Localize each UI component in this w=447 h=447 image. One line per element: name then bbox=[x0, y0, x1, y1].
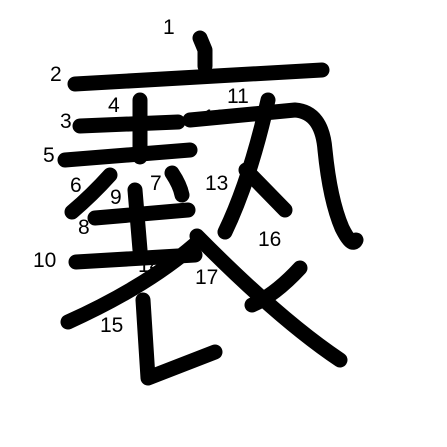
stroke-3 bbox=[72, 114, 186, 134]
stroke-7 bbox=[164, 165, 190, 203]
stroke-number-labels: 1 2 3 4 5 6 7 8 9 10 11 12 13 14 15 16 1… bbox=[33, 16, 281, 337]
stroke-16 bbox=[244, 260, 308, 313]
stroke-13 bbox=[238, 162, 293, 218]
stroke-14 bbox=[60, 232, 208, 330]
stroke-number-15: 15 bbox=[100, 314, 123, 337]
stroke-number-8: 8 bbox=[78, 216, 90, 239]
stroke-number-17: 17 bbox=[195, 266, 218, 289]
strokes bbox=[57, 30, 364, 386]
stroke-number-14: 14 bbox=[138, 254, 162, 277]
stroke-number-2: 2 bbox=[50, 63, 62, 86]
stroke-number-1: 1 bbox=[163, 16, 175, 39]
stroke-number-13: 13 bbox=[205, 172, 228, 195]
stroke-2 bbox=[67, 62, 330, 92]
stroke-number-3: 3 bbox=[60, 110, 72, 133]
stroke-9 bbox=[127, 182, 148, 258]
stroke-6 bbox=[64, 167, 118, 220]
stroke-number-11: 11 bbox=[227, 85, 249, 108]
stroke-number-6: 6 bbox=[70, 174, 82, 197]
stroke-11 bbox=[182, 102, 364, 250]
stroke-5 bbox=[57, 142, 198, 168]
stroke-number-4: 4 bbox=[108, 94, 120, 117]
stroke-number-9: 9 bbox=[110, 186, 122, 209]
stroke-number-7: 7 bbox=[150, 172, 162, 195]
stroke-1 bbox=[192, 30, 213, 74]
stroke-17 bbox=[189, 228, 348, 368]
stroke-number-5: 5 bbox=[43, 144, 55, 167]
stroke-15 bbox=[135, 292, 223, 386]
stroke-number-10: 10 bbox=[33, 249, 56, 272]
stroke-number-16: 16 bbox=[258, 228, 281, 251]
stroke-number-12: 12 bbox=[203, 106, 226, 129]
